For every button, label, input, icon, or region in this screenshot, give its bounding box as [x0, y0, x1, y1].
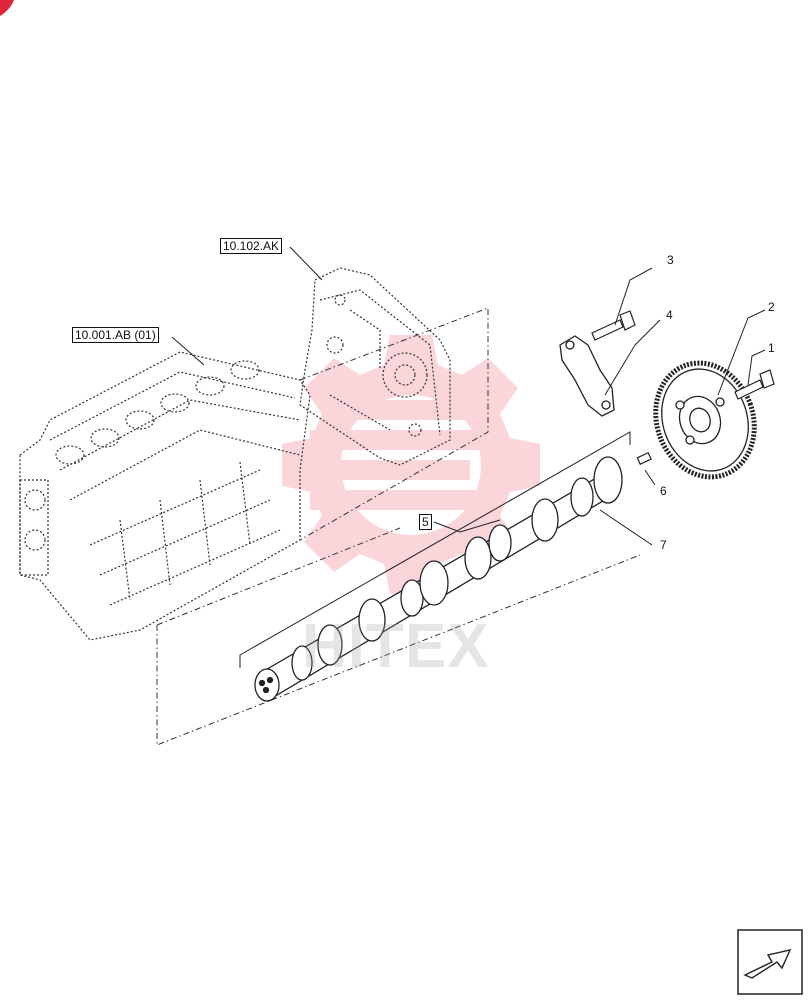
- timing-cover-outline: [299, 267, 451, 466]
- reference-label-timing-cover[interactable]: 10.102.AK: [220, 238, 283, 254]
- phantom-boundary-camshaft-top: [156, 527, 401, 626]
- reference-label-camshaft[interactable]: 5: [419, 514, 432, 530]
- reference-label-engine-block[interactable]: 10.001.AB (01): [72, 327, 159, 343]
- callout-4: 4: [666, 308, 673, 322]
- callout-1: 1: [768, 341, 775, 355]
- watermark-gear-logo: [282, 335, 540, 594]
- callout-3: 3: [667, 253, 674, 267]
- watermark-text: HITEX: [302, 612, 490, 681]
- next-page-arrow-icon[interactable]: [737, 929, 803, 995]
- camshaft-bracket-line: [239, 431, 631, 668]
- callout-2: 2: [768, 300, 775, 314]
- camshaft: [254, 456, 623, 702]
- corner-mark: [0, 0, 14, 16]
- bracket-plate: [559, 335, 615, 417]
- dowel-pin: [636, 451, 652, 465]
- phantom-boundary-camshaft: [156, 554, 641, 746]
- bolt-upper: [591, 310, 636, 341]
- bolt-gear: [734, 369, 775, 400]
- leader-lines: [171, 246, 766, 546]
- engine-block-outline: [19, 351, 311, 641]
- callout-6: 6: [660, 484, 667, 498]
- phantom-boundary-upper: [299, 307, 489, 541]
- callout-7: 7: [660, 538, 667, 552]
- cam-gear: [653, 360, 757, 480]
